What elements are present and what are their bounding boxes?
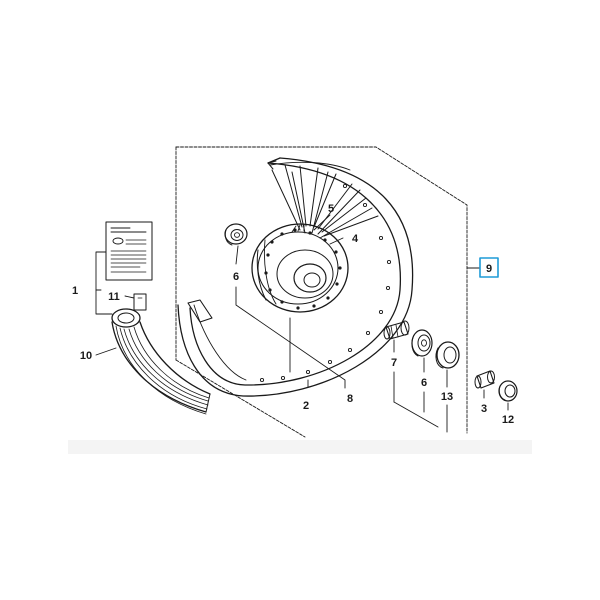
rim-spoke-holes — [259, 183, 392, 383]
axle-collar — [383, 320, 410, 340]
hub-bolt-holes — [264, 228, 342, 310]
callout-5[interactable]: 5 — [328, 203, 334, 215]
left-bearing — [224, 223, 248, 246]
callout-8[interactable]: 8 — [347, 393, 353, 405]
callout-3[interactable]: 3 — [481, 403, 487, 415]
callout-12[interactable]: 12 — [502, 414, 514, 426]
wheel-rim — [177, 157, 414, 397]
callout-10[interactable]: 10 — [80, 350, 92, 362]
leader-lines — [95, 214, 509, 433]
callout-11[interactable]: 11 — [108, 291, 120, 303]
callout-2[interactable]: 2 — [303, 400, 309, 412]
bottom-band — [68, 440, 532, 454]
tyre-tube — [111, 308, 211, 415]
callout-1[interactable]: 1 — [72, 285, 78, 297]
right-bearing — [411, 329, 433, 357]
dust-seal — [435, 341, 460, 369]
callout-6-left[interactable]: 6 — [233, 271, 239, 283]
assembly-boundary — [175, 146, 468, 438]
gear-box-retainer — [498, 380, 518, 402]
callout-4[interactable]: 4 — [352, 233, 359, 245]
callout-7[interactable]: 7 — [391, 357, 397, 369]
warning-label — [105, 221, 153, 281]
rim-band — [133, 293, 147, 311]
callout-13[interactable]: 13 — [441, 391, 453, 403]
callout-9[interactable]: 9 — [486, 263, 492, 275]
spacer-collar — [474, 370, 495, 389]
wheel-hub — [251, 223, 349, 313]
callout-labels: 1 2 3 4 5 6 6 7 8 9 10 11 12 13 — [72, 203, 514, 426]
callout-6-right[interactable]: 6 — [421, 377, 427, 389]
wheel-spokes — [271, 164, 379, 239]
part-9-highlight — [479, 257, 499, 278]
